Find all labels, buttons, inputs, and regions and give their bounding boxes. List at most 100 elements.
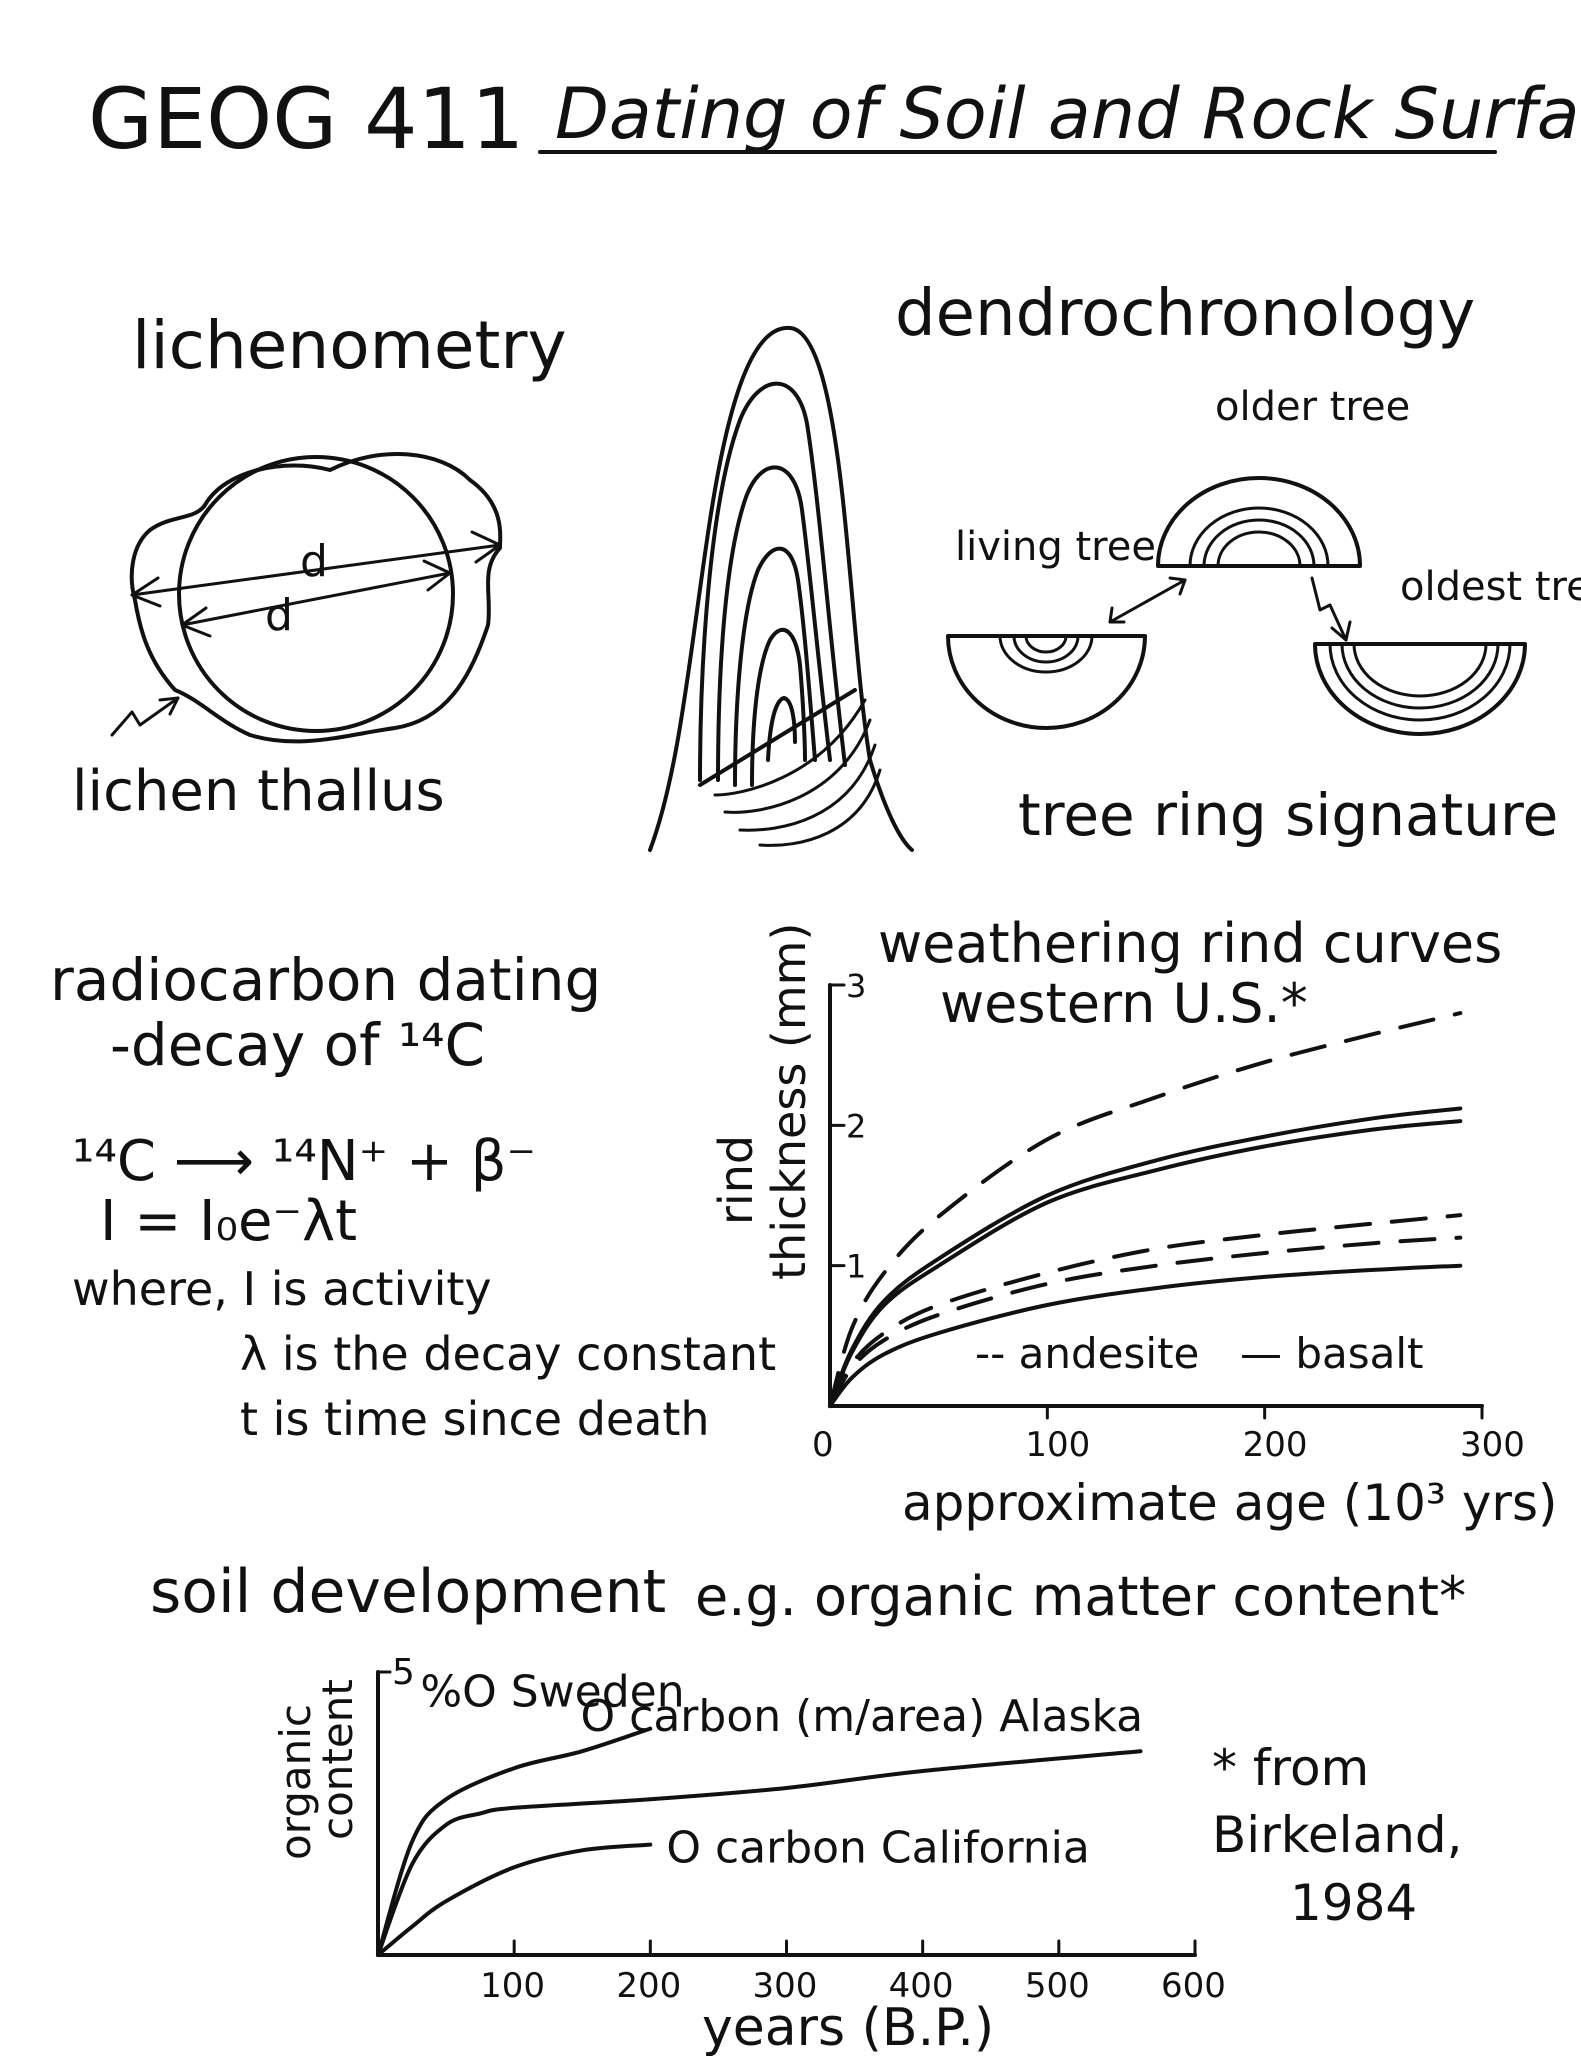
- rind-chart-title: weathering rind curves: [878, 912, 1502, 975]
- outer-diameter-arrowhead-left: [130, 576, 162, 608]
- thallus-pointer-arrowhead: [158, 696, 180, 716]
- footnote-line2: Birkeland,: [1212, 1806, 1463, 1864]
- inner-diameter-line: [180, 571, 452, 627]
- rind-y-tick-label: 3: [846, 967, 866, 1005]
- older-tree-ring-1: [1188, 506, 1330, 568]
- lichenometry-heading: lichenometry: [132, 307, 567, 384]
- older-tree-ring-2: [1202, 518, 1316, 568]
- rind-series-2-line: [828, 1106, 1463, 1408]
- rind-series-6-line: [828, 1263, 1463, 1408]
- soil-x-tick-label: 400: [889, 1966, 954, 2006]
- rind-legend-basalt: — basalt: [1240, 1329, 1424, 1378]
- older-to-oldest-arrowhead: [1330, 620, 1352, 642]
- living-to-older-arrowhead-a: [1108, 606, 1126, 624]
- soil-series-3-line: [376, 1842, 653, 1957]
- core-ring-2: [698, 381, 847, 782]
- core-ring-4: [733, 546, 817, 787]
- radiocarbon-subheading: -decay of ¹⁴C: [110, 1011, 485, 1079]
- rind-y-label-line1: rind: [709, 1135, 763, 1225]
- rind-x-tick-label: 300: [1460, 1425, 1525, 1465]
- soil-chart-subtitle: e.g. organic matter content*: [695, 1565, 1466, 1628]
- rind-series-3-line: [828, 1119, 1463, 1408]
- soil-x-label: years (B.P.): [702, 1998, 994, 2058]
- where-decay-constant: λ is the decay constant: [240, 1327, 776, 1381]
- rind-series-4-line: [828, 1213, 1463, 1408]
- living-tree-outline: [946, 634, 1147, 730]
- core-cut-ring-a: [713, 698, 867, 797]
- tree-core-drawing: [648, 325, 914, 852]
- oldest-tree-outline: [1313, 642, 1527, 736]
- living-tree-ring-3: [1024, 634, 1068, 654]
- soil-x-tick-label: 500: [1025, 1966, 1090, 2006]
- soil-x-tick-label: 300: [753, 1966, 818, 2006]
- inner-diameter-label: d: [265, 590, 293, 641]
- rind-series-1-line: [828, 1011, 1463, 1408]
- soil-y-tick-label: 5: [392, 1652, 415, 1693]
- rind-chart-subtitle: western U.S.*: [940, 972, 1308, 1035]
- footnote-line3: 1984: [1290, 1874, 1417, 1932]
- where-time: t is time since death: [240, 1392, 710, 1446]
- core-inner-ring: [766, 696, 797, 762]
- soil-series-3-label: O carbon California: [666, 1823, 1090, 1874]
- decay-reaction: ¹⁴C ⟶ ¹⁴N⁺ + β⁻: [72, 1129, 536, 1194]
- lichen-thallus-outline: [129, 452, 503, 744]
- inner-diameter-arrowhead-right: [422, 559, 452, 592]
- soil-y-label-line1: organic: [271, 1704, 320, 1860]
- soil-chart-title: soil development: [150, 1557, 666, 1627]
- older-tree-section: [1156, 476, 1362, 568]
- rind-x-label: approximate age (10³ yrs): [902, 1474, 1558, 1532]
- soil-series-2-line: [376, 1749, 1143, 1957]
- footnote-line1: * from: [1212, 1739, 1369, 1797]
- page-title: Dating of Soil and Rock Surfaces: [555, 73, 1581, 155]
- rind-y-label-line2: thickness (mm): [762, 923, 816, 1280]
- soil-series-1-label: %O Sweden: [420, 1667, 684, 1718]
- rind-y-tick-label: 1: [846, 1248, 866, 1286]
- living-tree-label: living tree: [955, 524, 1156, 570]
- decay-equation: I = I₀e⁻λt: [100, 1189, 357, 1254]
- tree-ring-signature-label: tree ring signature: [1018, 781, 1558, 849]
- oldest-tree-ring-1: [1328, 642, 1512, 722]
- soil-x-tick-label: 100: [480, 1966, 545, 2006]
- outer-diameter-line: [130, 543, 502, 597]
- outer-diameter-label: d: [300, 536, 328, 587]
- soil-series-2-label: O carbon (m/area) Alaska: [581, 1691, 1144, 1742]
- oldest-tree-section: [1313, 642, 1527, 736]
- core-cut-ring-b: [723, 718, 872, 814]
- where-activity: where, I is activity: [72, 1262, 492, 1316]
- older-to-oldest-arrow: [1310, 576, 1348, 642]
- rind-legend-andesite: -- andesite: [975, 1329, 1199, 1378]
- older-tree-ring-3: [1216, 530, 1302, 568]
- soil-development-chart: soil development e.g. organic matter con…: [150, 1557, 1466, 2058]
- rind-x-tick-label: 100: [1025, 1425, 1090, 1465]
- dendrochronology-heading: dendrochronology: [895, 277, 1475, 351]
- thallus-pointer-arrow: [110, 696, 180, 737]
- oldest-tree-ring-3: [1352, 642, 1488, 698]
- weathering-rind-chart: weathering rind curves western U.S.* rin…: [709, 912, 1558, 1532]
- rind-series-5-line: [828, 1235, 1463, 1408]
- soil-x-tick-label: 200: [616, 1966, 681, 2006]
- outer-diameter-arrowhead-right: [470, 530, 502, 564]
- soil-y-label-line2: content: [313, 1679, 362, 1840]
- core-cut-line: [698, 688, 857, 787]
- core-cut-ring-d: [758, 768, 882, 847]
- lichen-inscribed-circle: [177, 455, 455, 733]
- soil-series-1-line: [376, 1726, 653, 1957]
- living-to-older-arrowhead-b: [1168, 576, 1187, 596]
- core-outer-ring: [648, 325, 914, 852]
- older-tree-label: older tree: [1215, 384, 1410, 430]
- older-tree-outline: [1156, 476, 1362, 568]
- core-ring-3: [716, 465, 832, 782]
- soil-x-tick-label: 600: [1161, 1966, 1226, 2006]
- rind-x-tick-label: 0: [812, 1425, 834, 1465]
- course-code: GEOG 411: [88, 70, 524, 168]
- oldest-tree-label: oldest tree: [1400, 564, 1581, 610]
- core-ring-5: [750, 627, 807, 787]
- living-tree-ring-1: [998, 634, 1094, 674]
- living-tree-ring-2: [1012, 634, 1080, 664]
- radiocarbon-heading: radiocarbon dating: [50, 946, 601, 1014]
- rind-x-tick-label: 200: [1243, 1425, 1308, 1465]
- living-to-older-arrow: [1108, 578, 1187, 624]
- inner-diameter-arrowhead-left: [180, 606, 212, 638]
- living-tree-section: [946, 634, 1147, 730]
